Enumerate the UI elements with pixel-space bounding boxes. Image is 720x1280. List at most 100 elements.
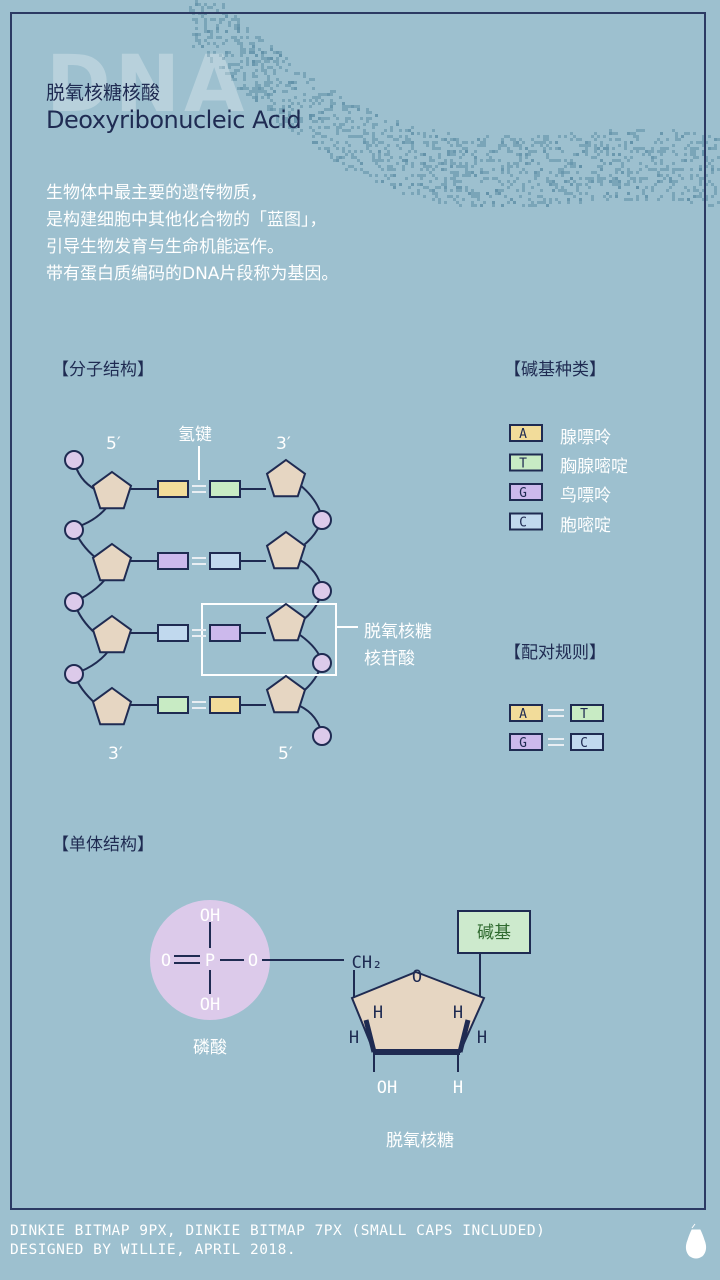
helix-dot bbox=[423, 165, 426, 168]
helix-dot bbox=[225, 51, 228, 54]
helix-dot bbox=[672, 198, 675, 201]
helix-dot bbox=[615, 132, 618, 135]
helix-dot bbox=[498, 147, 501, 150]
helix-dot bbox=[462, 153, 465, 156]
helix-dot bbox=[363, 123, 366, 126]
helix-dot bbox=[270, 105, 273, 108]
helix-dot bbox=[483, 144, 486, 147]
helix-dot bbox=[603, 162, 606, 165]
helix-dot bbox=[522, 186, 525, 189]
helix-dot bbox=[594, 156, 597, 159]
helix-dot bbox=[351, 120, 354, 123]
helix-dot bbox=[576, 171, 579, 174]
helix-dot bbox=[411, 141, 414, 144]
helix-dot bbox=[282, 111, 285, 114]
helix-dot bbox=[672, 129, 675, 132]
helix-dot bbox=[525, 153, 528, 156]
helix-dot bbox=[627, 174, 630, 177]
helix-dot bbox=[663, 147, 666, 150]
helix-dot bbox=[582, 144, 585, 147]
helix-dot bbox=[540, 195, 543, 198]
helix-dot bbox=[375, 159, 378, 162]
helix-dot bbox=[432, 192, 435, 195]
helix-dot bbox=[429, 135, 432, 138]
helix-dot bbox=[480, 204, 483, 207]
helix-dot bbox=[222, 3, 225, 6]
helix-dot bbox=[504, 195, 507, 198]
helix-dot bbox=[312, 129, 315, 132]
helix-dot bbox=[567, 201, 570, 204]
helix-dot bbox=[390, 156, 393, 159]
helix-dot bbox=[546, 180, 549, 183]
helix-dot bbox=[543, 138, 546, 141]
helix-dot bbox=[429, 171, 432, 174]
helix-dot bbox=[618, 159, 621, 162]
helix-dot bbox=[615, 171, 618, 174]
helix-dot bbox=[615, 180, 618, 183]
helix-dot bbox=[330, 105, 333, 108]
credits: DINKIE BITMAP 9PX, DINKIE BITMAP 7PX (SM… bbox=[10, 1222, 545, 1260]
helix-dot bbox=[510, 138, 513, 141]
helix-dot bbox=[441, 162, 444, 165]
helix-dot bbox=[561, 186, 564, 189]
helix-dot bbox=[480, 141, 483, 144]
helix-dot bbox=[681, 192, 684, 195]
helix-dot bbox=[696, 174, 699, 177]
helix-dot bbox=[672, 195, 675, 198]
helix-dot bbox=[216, 36, 219, 39]
helix-dot bbox=[264, 69, 267, 72]
helix-dot bbox=[705, 141, 708, 144]
helix-dot bbox=[711, 171, 714, 174]
helix-dot bbox=[618, 186, 621, 189]
helix-dot bbox=[243, 87, 246, 90]
helix-dot bbox=[240, 45, 243, 48]
helix-dot bbox=[312, 141, 315, 144]
helix-dot bbox=[267, 81, 270, 84]
helix-dot bbox=[660, 153, 663, 156]
helix-dot bbox=[420, 174, 423, 177]
helix-dot bbox=[471, 153, 474, 156]
helix-dot bbox=[327, 108, 330, 111]
helix-dot bbox=[555, 159, 558, 162]
helix-dot bbox=[531, 204, 534, 207]
helix-dot bbox=[474, 156, 477, 159]
helix-dot bbox=[195, 3, 198, 6]
helix-dot bbox=[249, 51, 252, 54]
helix-dot bbox=[501, 168, 504, 171]
helix-dot bbox=[609, 174, 612, 177]
o-left-label: O bbox=[161, 951, 171, 971]
helix-dot bbox=[294, 81, 297, 84]
helix-dot bbox=[546, 177, 549, 180]
helix-dot bbox=[624, 198, 627, 201]
helix-dot bbox=[690, 150, 693, 153]
helix-dot bbox=[267, 66, 270, 69]
helix-dot bbox=[381, 168, 384, 171]
helix-dot bbox=[255, 87, 258, 90]
helix-dot bbox=[291, 102, 294, 105]
helix-dot bbox=[273, 69, 276, 72]
helix-dot bbox=[510, 174, 513, 177]
helix-dot bbox=[351, 105, 354, 108]
helix-dot bbox=[444, 189, 447, 192]
helix-dot bbox=[627, 132, 630, 135]
helix-dot bbox=[423, 135, 426, 138]
helix-dot bbox=[342, 150, 345, 153]
phosphate-node bbox=[312, 726, 332, 746]
helix-dot bbox=[420, 162, 423, 165]
helix-dot bbox=[270, 87, 273, 90]
helix-dot bbox=[666, 174, 669, 177]
helix-dot bbox=[642, 147, 645, 150]
helix-dot bbox=[684, 147, 687, 150]
helix-dot bbox=[291, 87, 294, 90]
helix-dot bbox=[270, 93, 273, 96]
intro-line: 带有蛋白质编码的DNA片段称为基因。 bbox=[46, 264, 339, 284]
helix-dot bbox=[267, 75, 270, 78]
helix-dot bbox=[450, 165, 453, 168]
helix-dot bbox=[558, 201, 561, 204]
helix-dot bbox=[351, 135, 354, 138]
helix-dot bbox=[258, 84, 261, 87]
helix-dot bbox=[702, 144, 705, 147]
helix-dot bbox=[255, 90, 258, 93]
helix-dot bbox=[216, 24, 219, 27]
